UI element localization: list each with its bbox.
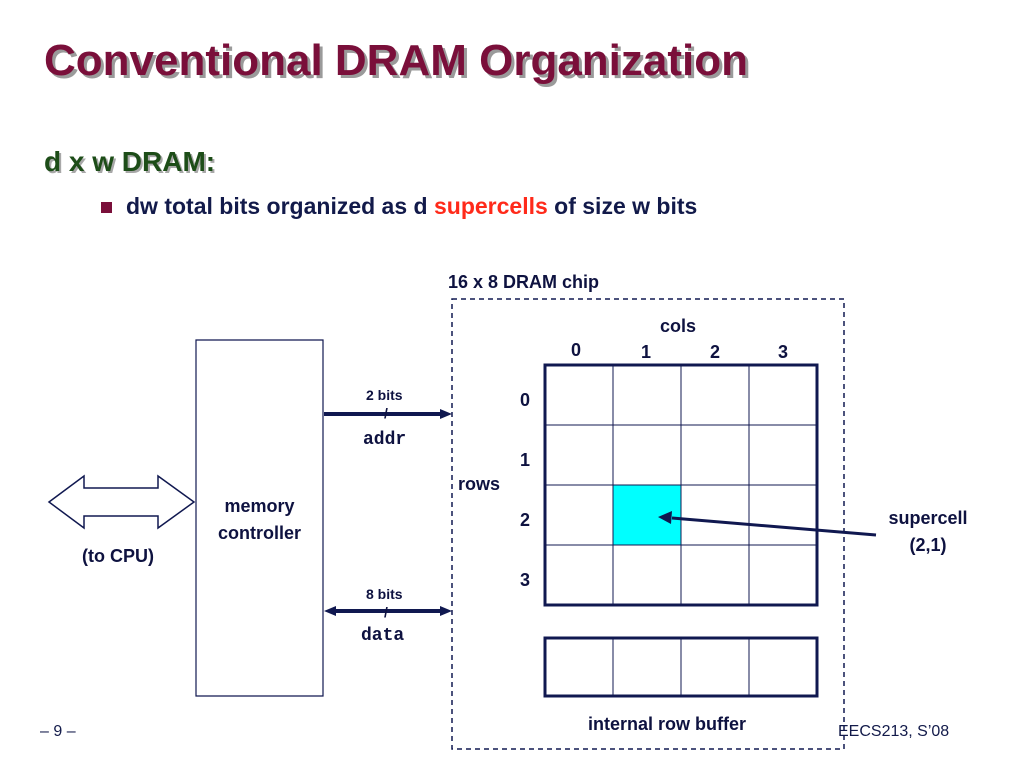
- cols-label: cols: [660, 316, 697, 336]
- col-index-3: 3: [778, 342, 789, 362]
- row-buffer-label: internal row buffer: [588, 714, 747, 734]
- bullet-suffix: of size w bits: [547, 193, 698, 219]
- bullet-square-icon: [101, 202, 112, 213]
- chip-boundary: [452, 299, 844, 749]
- addr-tick-mark: /: [384, 405, 388, 421]
- bullet-highlight: supercells: [433, 193, 548, 219]
- memory-controller-label-line2: controller: [217, 523, 301, 543]
- subheading: d x w DRAM:: [44, 146, 216, 177]
- row-index-3: 3: [520, 570, 531, 590]
- data-tick-mark: /: [384, 604, 388, 620]
- data-bits-label: 8 bits: [366, 586, 403, 602]
- bullet-prefix: dw total bits organized as d: [126, 193, 434, 219]
- memory-controller-label-line1: memory: [224, 496, 295, 516]
- data-arrowhead-right: [440, 606, 452, 616]
- row-index-1: 1: [520, 450, 531, 470]
- col-index-1: 1: [641, 342, 652, 362]
- bullet-text: dw total bits organized as d supercells …: [126, 193, 697, 220]
- data-arrowhead-left: [324, 606, 336, 616]
- row-index-2: 2: [520, 510, 531, 530]
- supercell-pointer-arrowhead: [658, 511, 672, 524]
- addr-arrowhead: [440, 409, 452, 419]
- row-index-0: 0: [520, 390, 531, 410]
- slide-title: Conventional DRAM Organization: [44, 36, 748, 85]
- col-index-0: 0: [571, 340, 582, 360]
- grid-outer-border: [545, 365, 817, 605]
- row-buffer-border: [545, 638, 817, 696]
- course-label: EECS213, S’08: [838, 723, 950, 740]
- rows-label: rows: [458, 474, 501, 494]
- addr-label: addr: [363, 430, 407, 450]
- col-index-2: 2: [710, 342, 721, 362]
- supercell-label-line1: supercell: [888, 508, 968, 528]
- cpu-label: (to CPU): [82, 546, 154, 566]
- page-number: – 9 –: [40, 723, 76, 740]
- supercell-label-line2: (2,1): [909, 535, 947, 555]
- cpu-double-arrow: [49, 476, 194, 528]
- data-label: data: [361, 626, 405, 646]
- supercell-grid: [545, 365, 817, 605]
- row-buffer: [545, 638, 817, 696]
- addr-bits-label: 2 bits: [366, 387, 403, 403]
- supercell-pointer-line: [672, 518, 876, 535]
- chip-label: 16 x 8 DRAM chip: [448, 272, 600, 292]
- memory-controller-box: [196, 340, 323, 696]
